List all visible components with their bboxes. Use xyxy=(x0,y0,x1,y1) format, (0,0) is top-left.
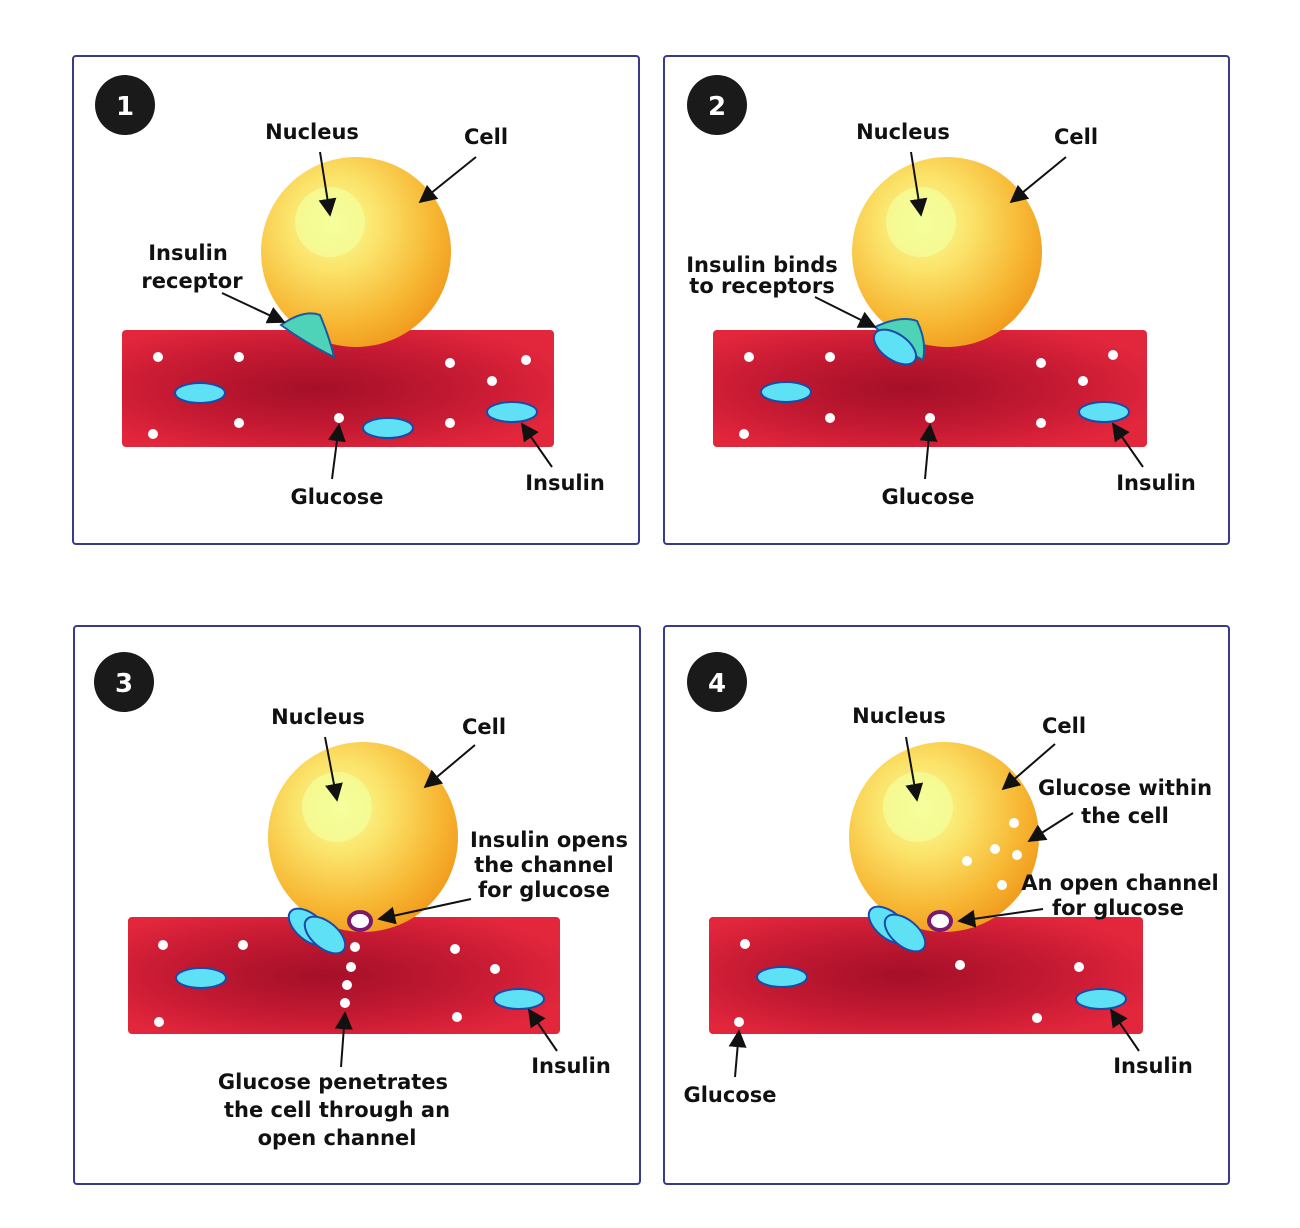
label-penetrates-1: Glucose penetrates xyxy=(218,1070,448,1094)
label-insulin: Insulin xyxy=(525,471,605,495)
cell xyxy=(849,742,1039,932)
step-number: 2 xyxy=(708,92,726,122)
panel-3: 3 Nucleus Cell Insulin opens the channel… xyxy=(73,625,641,1185)
label-insulin: Insulin xyxy=(1113,1054,1193,1078)
arrow xyxy=(1109,1008,1140,1052)
insulin-molecule xyxy=(760,381,812,403)
glucose-channel xyxy=(347,910,373,932)
arrow xyxy=(1009,156,1067,204)
insulin-molecule xyxy=(1078,401,1130,423)
arrow xyxy=(377,898,472,925)
arrow xyxy=(957,908,1044,928)
arrow xyxy=(324,736,343,802)
label-nucleus: Nucleus xyxy=(265,120,359,144)
insulin-molecule xyxy=(174,382,226,404)
arrow xyxy=(334,1011,353,1068)
label-binds-2: to receptors xyxy=(689,274,834,298)
arrow xyxy=(418,156,477,204)
label-receptor-1: Insulin xyxy=(148,241,228,265)
nucleus xyxy=(302,772,372,842)
glucose-molecules xyxy=(739,350,1118,439)
glucose-molecules xyxy=(148,352,531,439)
arrow xyxy=(814,296,877,328)
arrow xyxy=(1001,743,1056,791)
panel-3-diagram: 3 Nucleus Cell Insulin opens the channel… xyxy=(94,652,628,1150)
insulin-molecule xyxy=(362,417,414,439)
label-channel-1: An open channel xyxy=(1021,871,1218,895)
blood-vessel xyxy=(709,917,1143,1034)
glucose-channel xyxy=(927,910,953,932)
step-number: 1 xyxy=(116,92,134,122)
bound-insulin xyxy=(872,328,918,366)
arrow xyxy=(327,423,346,480)
arrow xyxy=(520,422,553,468)
nucleus xyxy=(886,187,956,257)
step-number: 4 xyxy=(708,669,726,699)
panel-1: 1 Nucleus Cell Insulin receptor Glucose … xyxy=(72,55,640,545)
label-nucleus: Nucleus xyxy=(271,705,365,729)
label-channel-2: for glucose xyxy=(1052,896,1184,920)
step-badge xyxy=(95,75,155,135)
arrow xyxy=(728,1029,747,1078)
arrow xyxy=(527,1008,558,1052)
arrow xyxy=(1027,812,1074,842)
label-nucleus: Nucleus xyxy=(856,120,950,144)
label-opens-3: for glucose xyxy=(478,878,610,902)
panel-2: 2 Nucleus Cell Insulin binds to receptor… xyxy=(663,55,1230,545)
label-cell: Cell xyxy=(464,125,508,149)
label-within-2: the cell xyxy=(1081,804,1169,828)
arrow xyxy=(221,292,286,324)
insulin-molecule xyxy=(756,966,808,988)
label-cell: Cell xyxy=(1042,714,1086,738)
label-glucose: Glucose xyxy=(290,485,383,509)
label-nucleus: Nucleus xyxy=(852,704,946,728)
blood-vessel xyxy=(122,330,554,447)
insulin-molecule xyxy=(493,988,545,1010)
arrow xyxy=(905,736,924,802)
nucleus xyxy=(295,187,365,257)
label-glucose: Glucose xyxy=(683,1083,776,1107)
insulin-receptor xyxy=(279,312,336,359)
arrow xyxy=(909,151,928,217)
label-cell: Cell xyxy=(462,715,506,739)
panel-4-diagram: 4 Nucleus Cell Glucose within the cell A… xyxy=(683,652,1219,1107)
nucleus xyxy=(883,772,953,842)
step-badge xyxy=(687,75,747,135)
arrow xyxy=(1111,422,1144,468)
arrow xyxy=(318,151,337,217)
insulin-molecule xyxy=(486,401,538,423)
glucose-molecules xyxy=(734,818,1084,1027)
label-receptor-2: receptor xyxy=(141,269,243,293)
step-badge xyxy=(687,652,747,712)
panel-2-diagram: 2 Nucleus Cell Insulin binds to receptor… xyxy=(686,75,1196,509)
label-penetrates-3: open channel xyxy=(258,1126,417,1150)
bound-insulin xyxy=(883,913,927,953)
label-binds-1: Insulin binds xyxy=(686,253,838,277)
glucose-molecules xyxy=(154,940,500,1027)
step-badge xyxy=(94,652,154,712)
step-number: 3 xyxy=(115,669,133,699)
cell xyxy=(268,742,458,932)
label-opens-2: the channel xyxy=(474,853,613,877)
bound-insulin xyxy=(303,915,347,955)
insulin-molecule xyxy=(1075,988,1127,1010)
panel-4: 4 Nucleus Cell Glucose within the cell A… xyxy=(663,625,1230,1185)
label-insulin: Insulin xyxy=(531,1054,611,1078)
label-penetrates-2: the cell through an xyxy=(224,1098,450,1122)
label-glucose: Glucose xyxy=(881,485,974,509)
cell xyxy=(261,157,451,347)
label-opens-1: Insulin opens xyxy=(470,828,628,852)
arrow xyxy=(919,423,938,480)
cell xyxy=(852,157,1042,347)
arrow xyxy=(423,744,476,789)
insulin-molecule xyxy=(175,967,227,989)
label-insulin: Insulin xyxy=(1116,471,1196,495)
label-cell: Cell xyxy=(1054,125,1098,149)
panel-1-diagram: 1 Nucleus Cell Insulin receptor Glucose … xyxy=(95,75,605,509)
label-within-1: Glucose within xyxy=(1038,776,1212,800)
